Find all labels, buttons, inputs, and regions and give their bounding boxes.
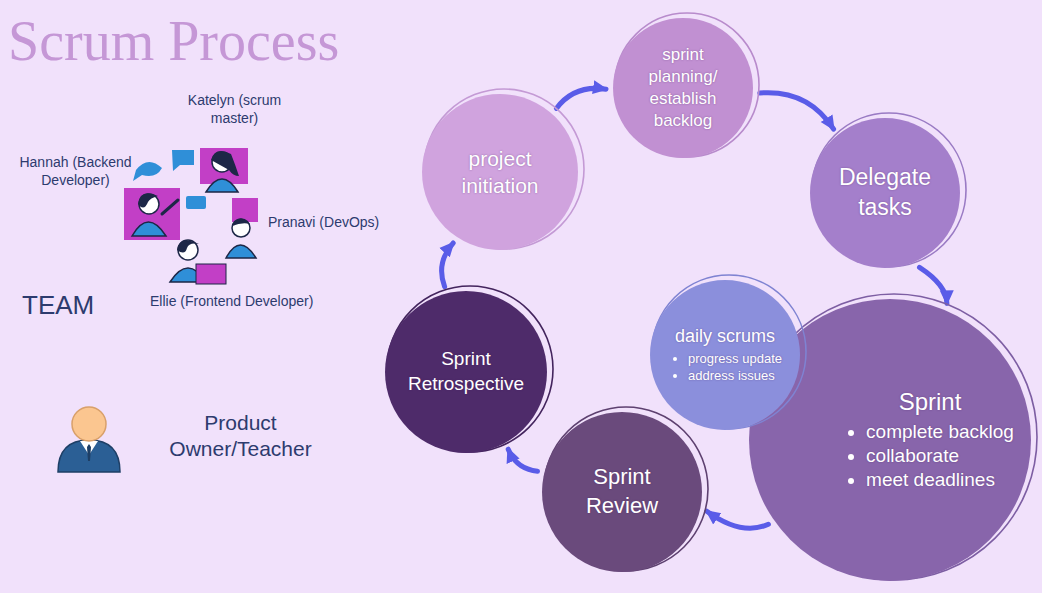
circle-fill (810, 118, 960, 268)
circle-text: Delegate tasks (830, 163, 940, 223)
person-figure (170, 240, 226, 284)
circle-text: Sprint Retrospective (396, 347, 536, 396)
circle-shape (542, 412, 702, 572)
team-label: Product Owner/Teacher (158, 410, 323, 463)
cycle-arrow (556, 88, 606, 108)
team-label: TEAM (22, 289, 122, 322)
team-label: Ellie (Frontend Developer) (150, 293, 360, 311)
circle-fill (542, 412, 702, 572)
circle-content: Sprint complete backlogcollaboratemeet de… (846, 388, 1014, 491)
circle-shape (422, 94, 578, 250)
circle-fill (422, 94, 578, 250)
cycle-arrow (920, 267, 947, 303)
circle-text: Sprint Review (572, 463, 672, 520)
bullet-list: complete backlogcollaboratemeet deadline… (846, 420, 1014, 491)
speech-bubble (186, 196, 206, 209)
circle-content: daily scrums progress updateaddress issue… (668, 326, 782, 384)
cycle-arrow (707, 511, 769, 528)
person-figure (206, 151, 239, 192)
circle-fill (650, 280, 800, 430)
bullet-item: meet deadlines (866, 468, 1014, 492)
circle-shape (810, 118, 960, 268)
bullet-item: complete backlog (866, 420, 1014, 444)
circle-text: project initiation (440, 145, 560, 200)
circle-content: project initiation (440, 145, 560, 200)
cycle-arrow (442, 243, 454, 287)
process-circle: sprint planning/ establish backlog (613, 18, 753, 158)
bullet-list: progress updateaddress issues (668, 351, 782, 384)
circle-content: Sprint Review (572, 463, 672, 520)
circle-shape (613, 18, 753, 158)
bullet-item: collaborate (866, 444, 1014, 468)
cycle-arrow (760, 93, 834, 129)
team-illustration (124, 148, 258, 284)
person-figure (226, 218, 256, 258)
process-circle: Sprint Retrospective (385, 291, 547, 453)
panel (232, 198, 258, 222)
circle-content: sprint planning/ establish backlog (638, 44, 728, 132)
person-icon (58, 407, 120, 472)
process-circle: daily scrums progress updateaddress issue… (650, 280, 800, 430)
person-figure (132, 193, 178, 236)
circle-heading: daily scrums (675, 326, 775, 347)
process-circle: Delegate tasks (810, 118, 960, 268)
circle-fill (613, 18, 753, 158)
bullet-item: progress update (688, 351, 782, 367)
cycle-arrow (508, 449, 537, 471)
circle-fill (385, 291, 547, 453)
circle-content: Delegate tasks (830, 163, 940, 223)
page-title: Scrum Process (8, 6, 339, 76)
process-circle: Sprint Review (542, 412, 702, 572)
panel (124, 188, 180, 240)
team-label: Katelyn (scrum master) (172, 92, 297, 127)
circle-shape (385, 291, 547, 453)
team-label: Pranavi (DevOps) (268, 214, 408, 232)
laptop (196, 264, 226, 284)
team-label: Hannah (Backend Developer) (8, 154, 143, 189)
speech-bubble (172, 150, 194, 171)
circle-heading: Sprint (899, 388, 962, 416)
bullet-item: address issues (688, 368, 782, 384)
circle-text: sprint planning/ establish backlog (638, 44, 728, 132)
speech-bubble (133, 162, 162, 181)
process-circle: project initiation (422, 94, 578, 250)
circle-content: Sprint Retrospective (396, 347, 536, 396)
